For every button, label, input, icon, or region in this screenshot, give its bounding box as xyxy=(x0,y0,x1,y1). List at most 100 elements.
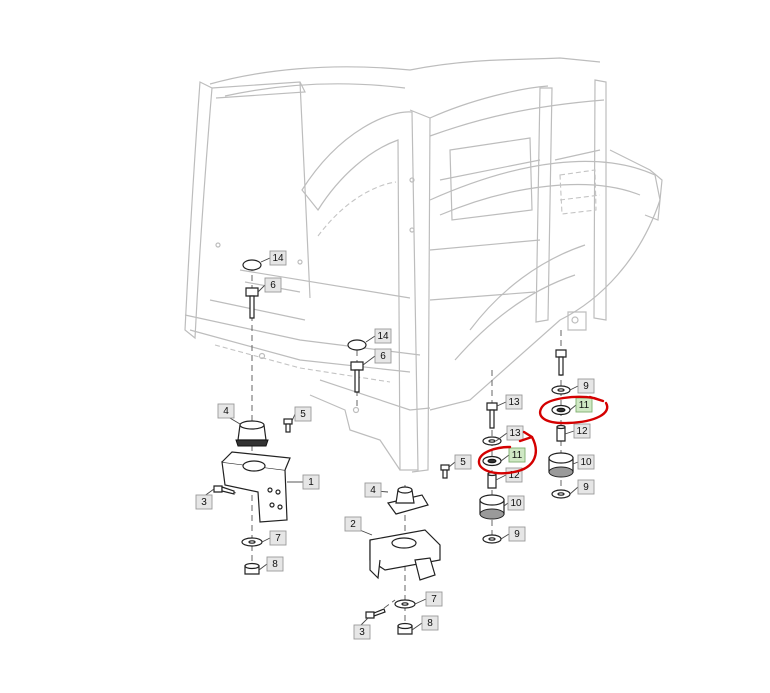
mount-bracket-1 xyxy=(221,451,291,523)
callout-number: 2 xyxy=(350,519,356,530)
washer-7-left xyxy=(241,537,263,547)
callout-13: 13 xyxy=(506,425,524,441)
callout-box xyxy=(374,348,392,364)
nut-8-left xyxy=(244,562,260,575)
sleeve-12-right xyxy=(556,424,566,442)
callout-leader xyxy=(572,461,579,465)
callout-7: 7 xyxy=(269,530,287,546)
callout-leader xyxy=(569,404,577,411)
callout-leader xyxy=(495,432,508,442)
callout-leader xyxy=(564,430,575,435)
callout-14: 14 xyxy=(269,250,287,266)
callout-box xyxy=(294,406,312,422)
callout-14: 14 xyxy=(374,328,392,344)
callout-box xyxy=(269,530,287,546)
callout-5: 5 xyxy=(294,406,312,422)
callout-box xyxy=(577,454,595,470)
callout-leader xyxy=(261,537,271,543)
bolt-13-mid xyxy=(486,402,498,429)
callout-number: 4 xyxy=(370,485,376,496)
bolt-6-center xyxy=(350,361,364,393)
callout-number: 10 xyxy=(580,457,592,468)
callout-box xyxy=(577,479,595,495)
callout-leader xyxy=(495,474,507,481)
callout-number: 14 xyxy=(377,331,389,342)
callout-3: 3 xyxy=(353,624,371,640)
plug-cap-left xyxy=(242,259,262,271)
callout-2: 2 xyxy=(344,516,362,532)
callout-number: 3 xyxy=(359,627,365,638)
red-annotations xyxy=(477,395,609,475)
callout-box xyxy=(421,615,439,631)
plug-cap-center xyxy=(347,339,367,351)
callout-box xyxy=(302,474,320,490)
bush-10-mid xyxy=(479,494,505,520)
callout-box xyxy=(217,403,235,419)
callout-4: 4 xyxy=(364,482,382,498)
callout-number: 7 xyxy=(275,533,281,544)
callout-box xyxy=(505,394,523,410)
callout-number: 12 xyxy=(576,426,588,437)
callout-number: 8 xyxy=(427,618,433,629)
callout-number: 14 xyxy=(272,253,284,264)
callout-number: 9 xyxy=(583,381,589,392)
callout-number: 6 xyxy=(270,280,276,291)
callout-box xyxy=(269,250,287,266)
callout-10: 10 xyxy=(577,454,595,470)
callout-leader xyxy=(500,533,510,540)
bolt-5-center xyxy=(440,464,450,479)
callout-9: 9 xyxy=(577,378,595,394)
callout-number: 9 xyxy=(514,529,520,540)
callout-leader xyxy=(365,335,376,343)
callout-number: 11 xyxy=(512,450,523,461)
callout-9: 9 xyxy=(577,479,595,495)
rubber-mount-4-left xyxy=(235,420,269,447)
callout-box xyxy=(506,425,524,441)
callout-box xyxy=(454,454,472,470)
callout-11: 11 xyxy=(508,447,526,463)
washer-9-right-bottom xyxy=(551,489,571,499)
callout-leader xyxy=(258,563,268,571)
washer-11-mid xyxy=(482,455,502,467)
callout-box xyxy=(573,423,591,439)
callout-number: 11 xyxy=(579,400,590,411)
red-circle-around-item-11-center xyxy=(477,430,537,475)
washer-9-right-top xyxy=(551,385,571,395)
callout-box xyxy=(508,526,526,542)
callout-1: 1 xyxy=(302,474,320,490)
mount-bracket-2 xyxy=(369,529,441,581)
red-circle-around-item-11-right xyxy=(538,395,609,425)
rubber-mount-4-center xyxy=(386,486,429,515)
sleeve-12-mid xyxy=(487,471,497,489)
callout-4: 4 xyxy=(217,403,235,419)
callout-5: 5 xyxy=(454,454,472,470)
bolt-13-right xyxy=(555,349,567,376)
callout-8: 8 xyxy=(421,615,439,631)
callout-number: 13 xyxy=(508,397,520,408)
nut-8-center xyxy=(397,622,413,635)
callout-11: 11 xyxy=(575,397,593,413)
callout-number: 5 xyxy=(300,409,306,420)
bolt-5-left xyxy=(283,418,293,433)
callout-number: 10 xyxy=(510,498,522,509)
callout-box xyxy=(508,447,526,463)
callout-number: 1 xyxy=(308,477,314,488)
callout-12: 12 xyxy=(573,423,591,439)
callout-box xyxy=(195,494,213,510)
callout-leader xyxy=(362,355,376,366)
callout-box xyxy=(353,624,371,640)
callout-number: 4 xyxy=(223,406,229,417)
callout-box xyxy=(344,516,362,532)
callout-box xyxy=(425,591,443,607)
callout-box xyxy=(266,556,284,572)
washer-9-mid-top xyxy=(482,436,502,446)
callout-number: 3 xyxy=(201,497,207,508)
callout-box xyxy=(264,277,282,293)
callout-number: 5 xyxy=(460,457,466,468)
callout-leader xyxy=(569,486,579,495)
callout-leader xyxy=(496,401,507,407)
callout-box xyxy=(507,495,525,511)
washer-7-center xyxy=(394,599,416,609)
callout-leader xyxy=(500,454,510,462)
